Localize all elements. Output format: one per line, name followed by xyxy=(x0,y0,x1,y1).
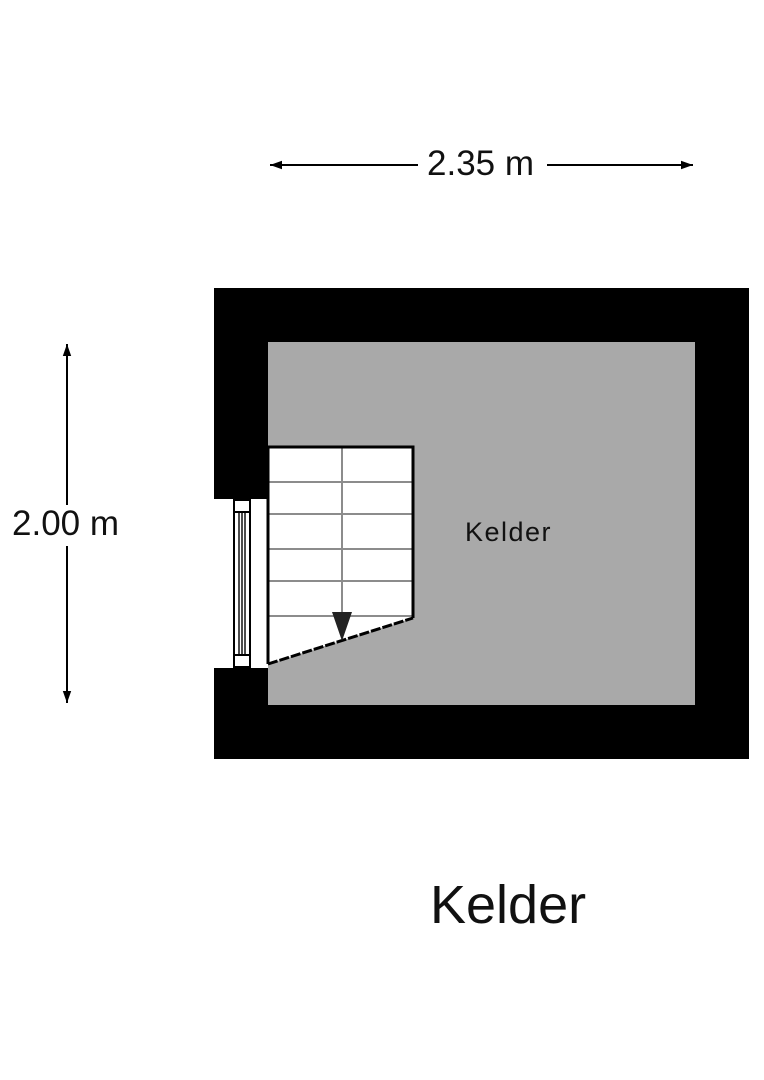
door-frame xyxy=(214,499,268,668)
width-dimension-label: 2.35 m xyxy=(427,144,534,183)
walls xyxy=(214,288,749,759)
staircase xyxy=(266,445,415,666)
height-dimension-label: 2.00 m xyxy=(12,504,119,543)
floor-title: Kelder xyxy=(430,875,587,935)
stair-direction-arrow-icon xyxy=(332,612,352,641)
room-label-kelder: Kelder xyxy=(465,517,553,547)
